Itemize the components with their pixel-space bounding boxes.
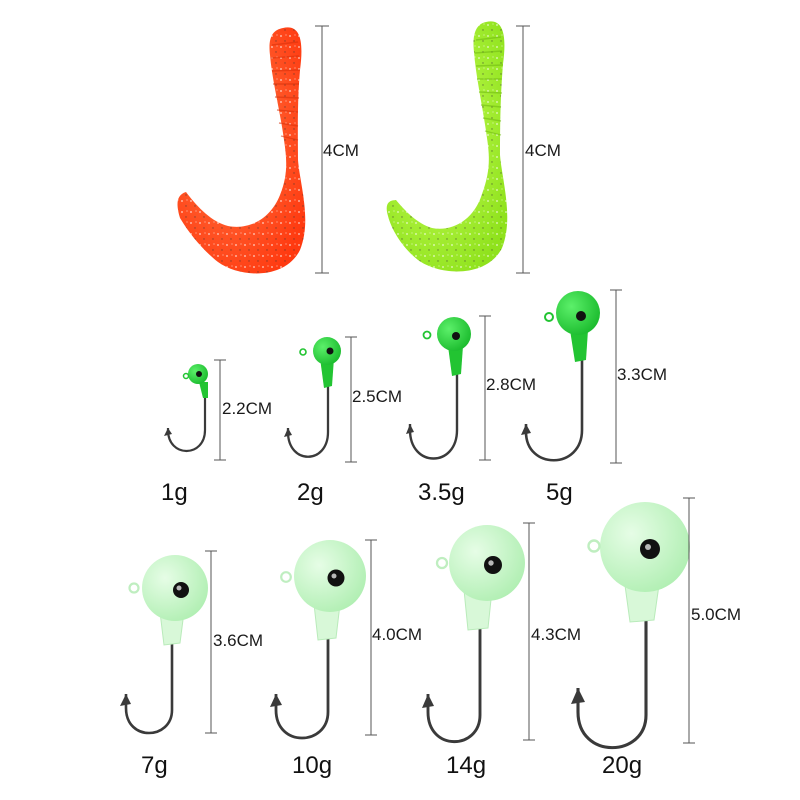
- jig-1g-dimension: 2.2CM: [214, 359, 272, 461]
- jig-20g-dimension: 5.0CM: [683, 497, 741, 744]
- worm-green-size-label: 4CM: [525, 141, 561, 160]
- jig-3-5g-weight-label: 3.5g: [418, 479, 465, 506]
- jig-head-1g: [164, 364, 208, 453]
- jig-head-2g: [284, 337, 341, 458]
- worm-orange: [177, 27, 306, 274]
- jig-3-5g-size-label: 2.8CM: [486, 375, 536, 394]
- jig-2g-size-label: 2.5CM: [352, 387, 402, 406]
- jig-head-20g: [571, 502, 690, 750]
- jig-5g-dimension: 3.3CM: [610, 289, 667, 464]
- jig-14g-weight-label: 14g: [446, 752, 486, 779]
- worm-green: [386, 21, 508, 272]
- jig-2g-dimension: 2.5CM: [345, 336, 402, 463]
- jig-1g-weight-label: 1g: [161, 479, 188, 506]
- jig-2g-weight-label: 2g: [297, 479, 324, 506]
- worm-orange-size-label: 4CM: [323, 141, 359, 160]
- jig-10g-size-label: 4.0CM: [372, 625, 422, 644]
- worm-orange-ribs: [270, 41, 301, 141]
- jig-14g-size-label: 4.3CM: [531, 625, 581, 644]
- jig-20g-size-label: 5.0CM: [691, 605, 741, 624]
- jig-10g-dimension: 4.0CM: [365, 539, 422, 736]
- jig-7g-dimension: 3.6CM: [205, 550, 263, 734]
- worm-green-speckles: [386, 21, 508, 272]
- jig-3-5g-dimension: 2.8CM: [479, 315, 536, 461]
- jig-20g-weight-label: 20g: [602, 752, 642, 779]
- worm-orange-dimension: 4CM: [315, 25, 359, 274]
- jig-14g-dimension: 4.3CM: [523, 522, 581, 741]
- jig-5g-size-label: 3.3CM: [617, 365, 667, 384]
- worm-orange-speckles: [177, 27, 306, 274]
- jig-7g-weight-label: 7g: [141, 752, 168, 779]
- worm-green-dimension: 4CM: [516, 25, 561, 274]
- jig-5g-weight-label: 5g: [546, 479, 573, 506]
- jig-head-7g: [120, 555, 208, 735]
- worm-green-ribs: [474, 36, 504, 136]
- jig-head-14g: [422, 525, 525, 744]
- jig-head-3-5g: [406, 317, 471, 460]
- jig-10g-weight-label: 10g: [292, 752, 332, 779]
- jig-head-5g: [521, 291, 600, 462]
- jig-7g-size-label: 3.6CM: [213, 631, 263, 650]
- jig-1g-size-label: 2.2CM: [222, 399, 272, 418]
- jig-head-10g: [270, 540, 366, 740]
